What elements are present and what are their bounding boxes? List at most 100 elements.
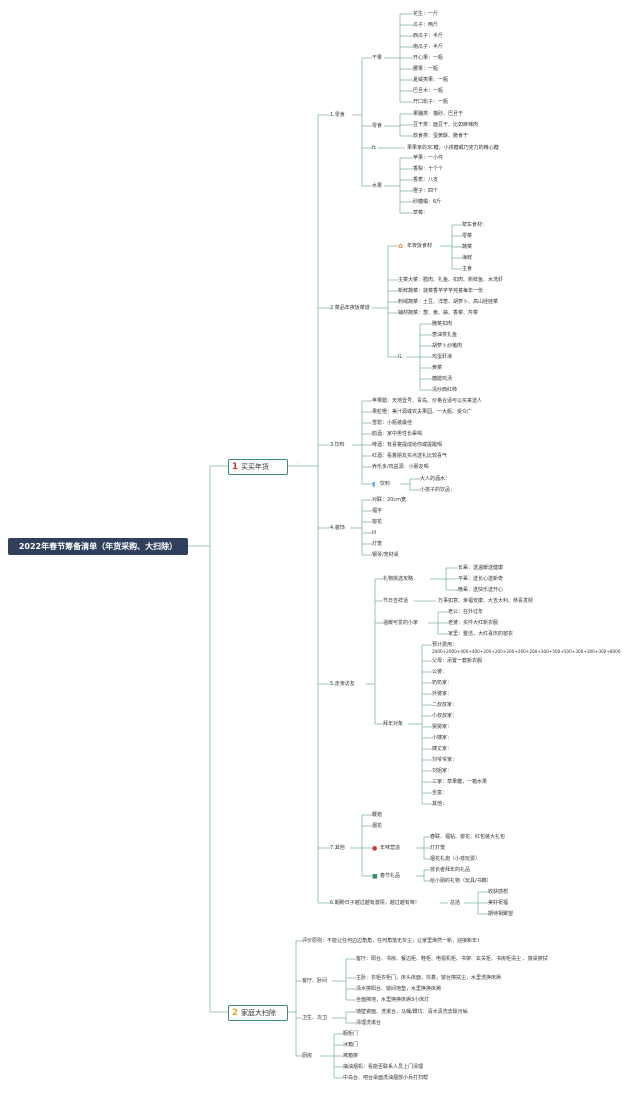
leaf: 春联、福帖、窗花、红包装大礼包 [430,834,506,840]
leaf: 鞭炮 [372,812,383,818]
leaf: 养乐多/鸡益源：小朋友喝 [372,464,429,470]
leaf: 香梨：十个个 [413,166,444,172]
budget-values: 2000+2000+400+400+200+200+200+200+200+30… [432,649,621,654]
clean-intro: 评价原则：不能让任何边边角角，任何角落无灰尘，让家里焕然一新，迎接新年！ [302,938,483,944]
topic-living: 客厅、卧间 [302,978,328,984]
leaf: 客厅：阳台、书房、餐边柜、鞋柜、电视机柜、书架、玄关柜、书房柜清尘 、旅桌擦拭 [356,956,548,962]
leaf: 西瓜子：半斤 [413,33,444,39]
leaf: 老公：在外过年 [448,609,484,615]
leaf: 花生：一斤 [413,11,439,17]
leaf: 父母：添置一套新衣服 [432,658,483,664]
leaf: 辅材蔬菜：葱、姜、蒜、香菜、芹菜 [398,310,479,316]
leaf: lil [372,530,377,536]
leaf: 啤酒：有喜宴提成给你或提醒喝 [372,442,443,448]
leaf: 刘爷爷家： [432,757,458,763]
leaf: 开口松子：一瓶 [413,99,449,105]
topic-social: 5.走亲访友 [330,681,355,687]
leaf: 海鲜 [462,255,473,261]
leaf: 零菜 [462,233,473,239]
leaf: 万事如意、幸福安康、大吉大利、恭喜发财 [438,598,534,604]
collapse-marker: ◦ [297,461,300,467]
topic-dishes: 2.菜品年夜饭菜谱 [330,305,370,311]
topic-kitchen: 厨房 [302,1053,313,1059]
leaf: 橙子：四个 [413,188,439,194]
leaf: 糖醋鸡汤 [432,376,453,382]
leaf: 全面擦地，水里换换床褥3小床灯 [356,997,430,1003]
leaf: 橱柜门 [343,1031,359,1037]
leaf: 果果家的3C糖，小孩糖或巧克力的精心糖 [407,145,499,151]
leaf: 烟花礼炮（小孩玩耍） [430,856,481,862]
topic-spring-gift: 春节礼品 [380,873,401,879]
leaf: 胡萝卜炒猪肉 [432,343,463,349]
topic-visit: 温暖可爱的小家 [383,620,419,626]
leaf: 收获感想 [488,889,509,895]
leaf: 鸡蛋虾滑 [432,354,453,360]
leaf: 黄菜 [432,365,443,371]
topic-other: 7.其他 [330,845,345,851]
leaf: 烤箱架 [343,1053,359,1059]
flower-icon: ✿ [398,243,404,250]
leaf: 长辈：送温暖送健康 [458,565,504,571]
leaf: 奶奶家： [432,680,453,686]
leaf: 砂糖橘：6斤 [413,199,442,205]
leaf: 韵酒：家中男性长辈喝 [372,431,423,437]
leaf: 果脯类：猫砂、巴旦干 [413,111,464,117]
leaf: 新鲜蔬菜：菠菜香芋芋芋芫荽每年一份 [398,288,484,294]
leaf: 苹果醋：天地壹号、青岛、价格合适可以买来送人 [372,398,483,404]
topic-gift: 礼物挑选攻略 [383,576,414,582]
lantern-icon: ● [372,845,378,852]
leaf: 蔬菜 [462,244,473,250]
leaf: 大人的酒水： [420,476,451,482]
leaf: 平辈：送长心送新奇 [458,576,504,582]
topic-nyf: 年夜饭食材 [407,243,433,249]
leaf: 主卧：衣柜衣柜门，床头床面，抖着，窗台擦拭尘，水里洗换床褥 [356,975,502,981]
topic-dried-fruit: 干果 [372,55,383,61]
leaf: 刺绒蔬菜：土豆、洋葱、胡萝卜、高山娃娃菜 [398,299,499,305]
section-label: 家庭大扫除 [241,1009,276,1017]
leaf: 窗花 [372,519,383,525]
leaf: 香蕉：八支 [413,177,439,183]
gift-icon: ■ [372,873,378,880]
leaf: 舅舅家： [432,724,453,730]
topic-fc: fc [372,145,377,151]
leaf: 主食 [462,266,473,272]
leaf: 腰果：一瓶 [413,66,439,72]
leaf: 外婆家： [432,691,453,697]
leaf: 烟花 [372,823,383,829]
leaf: 开心果：一瓶 [413,55,444,61]
topic-festival: 6.期盼日子越过越有激情，越过越有味！ [330,900,420,906]
leaf: 给小朋的礼物（玩具/书籍） [430,878,492,884]
topic-newyear: 年味营造 [380,845,401,851]
section-label: 买买年货 [241,463,269,471]
leaf: 刘姐家： [432,768,453,774]
leaf: 二叔叔家： [432,702,458,708]
topic-drink-sub: 饮料 [380,481,391,487]
leaf: 南瓜子：半斤 [413,44,444,50]
leaf: 主菜大菜：腊肉、扎鱼、扣肉、新鲜鱼、水洗虾 [398,277,504,283]
leaf: 软食类：蛋黄酥、脆食干 [413,133,469,139]
leaf: 舌富： [432,790,448,796]
leaf: 期待相聚望 [488,911,514,917]
leaf: 老婆：买件大红新衣服 [448,620,499,626]
leaf: 瓜子：两斤 [413,22,439,28]
topic-festival-mid: 总括 [450,900,461,906]
leaf: 墙壁瓷面、洗漱台、马桶/蹲坑：清水清洗去除污垢 [356,1009,468,1015]
leaf: 孩长者拜年的礼品 [430,867,471,873]
leaf: 清水擦阳台、窗间地垫，水里换换床褥 [356,986,442,992]
leaf: 雪碧：小瓶装最佳 [372,420,413,426]
leaf: 草莓： [413,210,429,216]
leaf: 姨丈家： [432,746,453,752]
leaf: 家里：整洁，大红喜庆的窗衣 [448,631,514,637]
topic-visit-list: 拜年对象 [383,721,404,727]
leaf: 公婆： [432,669,448,675]
leaf: 苹果：一小件 [413,155,444,161]
topic-dish-mark: lL [398,354,403,360]
topic-drinks: 3.饮料 [330,442,345,448]
leaf: 清炒西红柿 [432,387,458,393]
leaf: 果粒橙：美汁源或农夫果园、一大瓶、受众广 [372,409,473,415]
leaf: 巴旦木：一瓶 [413,88,444,94]
leaf: 其他： [432,801,448,807]
leaf: 冰箱门 [343,1042,359,1048]
